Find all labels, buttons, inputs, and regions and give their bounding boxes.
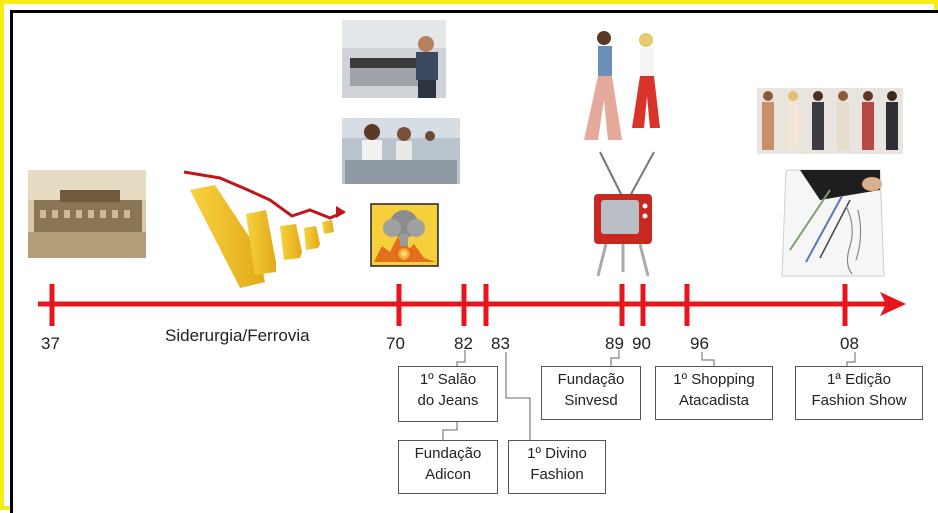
year-label: 96 (690, 334, 709, 353)
event-text: Fundação (414, 445, 482, 462)
explosion-icon (370, 203, 439, 267)
old-factory-photo-icon (28, 170, 146, 258)
event-text: Sinvesd (564, 392, 618, 409)
sewing-workshop-photo-icon (342, 20, 446, 98)
television-icon (594, 151, 655, 277)
fashion-models-icon (584, 31, 660, 140)
event-box-divino-fashion: 1º Divino Fashion (508, 440, 606, 494)
era-label: Siderurgia/Ferrovia (165, 326, 310, 345)
event-text: 1ª Edição (827, 371, 891, 388)
fashion-sketch-icon (781, 169, 885, 277)
connector-lines (442, 350, 856, 440)
event-box-fundacao-sinvesd: Fundação Sinvesd (541, 366, 641, 420)
timeline-axis (38, 284, 906, 326)
event-text: do Jeans (417, 392, 479, 409)
event-text: Fundação (557, 371, 625, 388)
event-box-salao-jeans: 1º Salão do Jeans (398, 366, 498, 422)
event-box-fundacao-adicon: Fundação Adicon (398, 440, 498, 494)
event-box-fashion-show: 1ª Edição Fashion Show (795, 366, 923, 420)
runway-models-photo-icon (757, 88, 903, 154)
event-box-shopping-atacadista: 1º Shopping Atacadista (655, 366, 773, 420)
bar-chart-decline-icon (183, 170, 346, 288)
event-text: Adicon (425, 466, 471, 483)
year-label: 37 (41, 334, 60, 353)
year-label: 83 (491, 334, 510, 353)
event-text: 1º Divino (527, 445, 587, 462)
event-text: Fashion (530, 466, 584, 483)
year-label: 70 (386, 334, 405, 353)
year-label: 82 (454, 334, 473, 353)
event-text: 1º Shopping (673, 371, 755, 388)
textile-workers-photo-icon (342, 118, 460, 184)
event-text: Atacadista (678, 392, 750, 409)
year-label: 89 (605, 334, 624, 353)
year-label: 90 (632, 334, 651, 353)
year-label: 08 (840, 334, 859, 353)
event-text: Fashion Show (811, 392, 907, 409)
event-text: 1º Salão (419, 371, 477, 388)
